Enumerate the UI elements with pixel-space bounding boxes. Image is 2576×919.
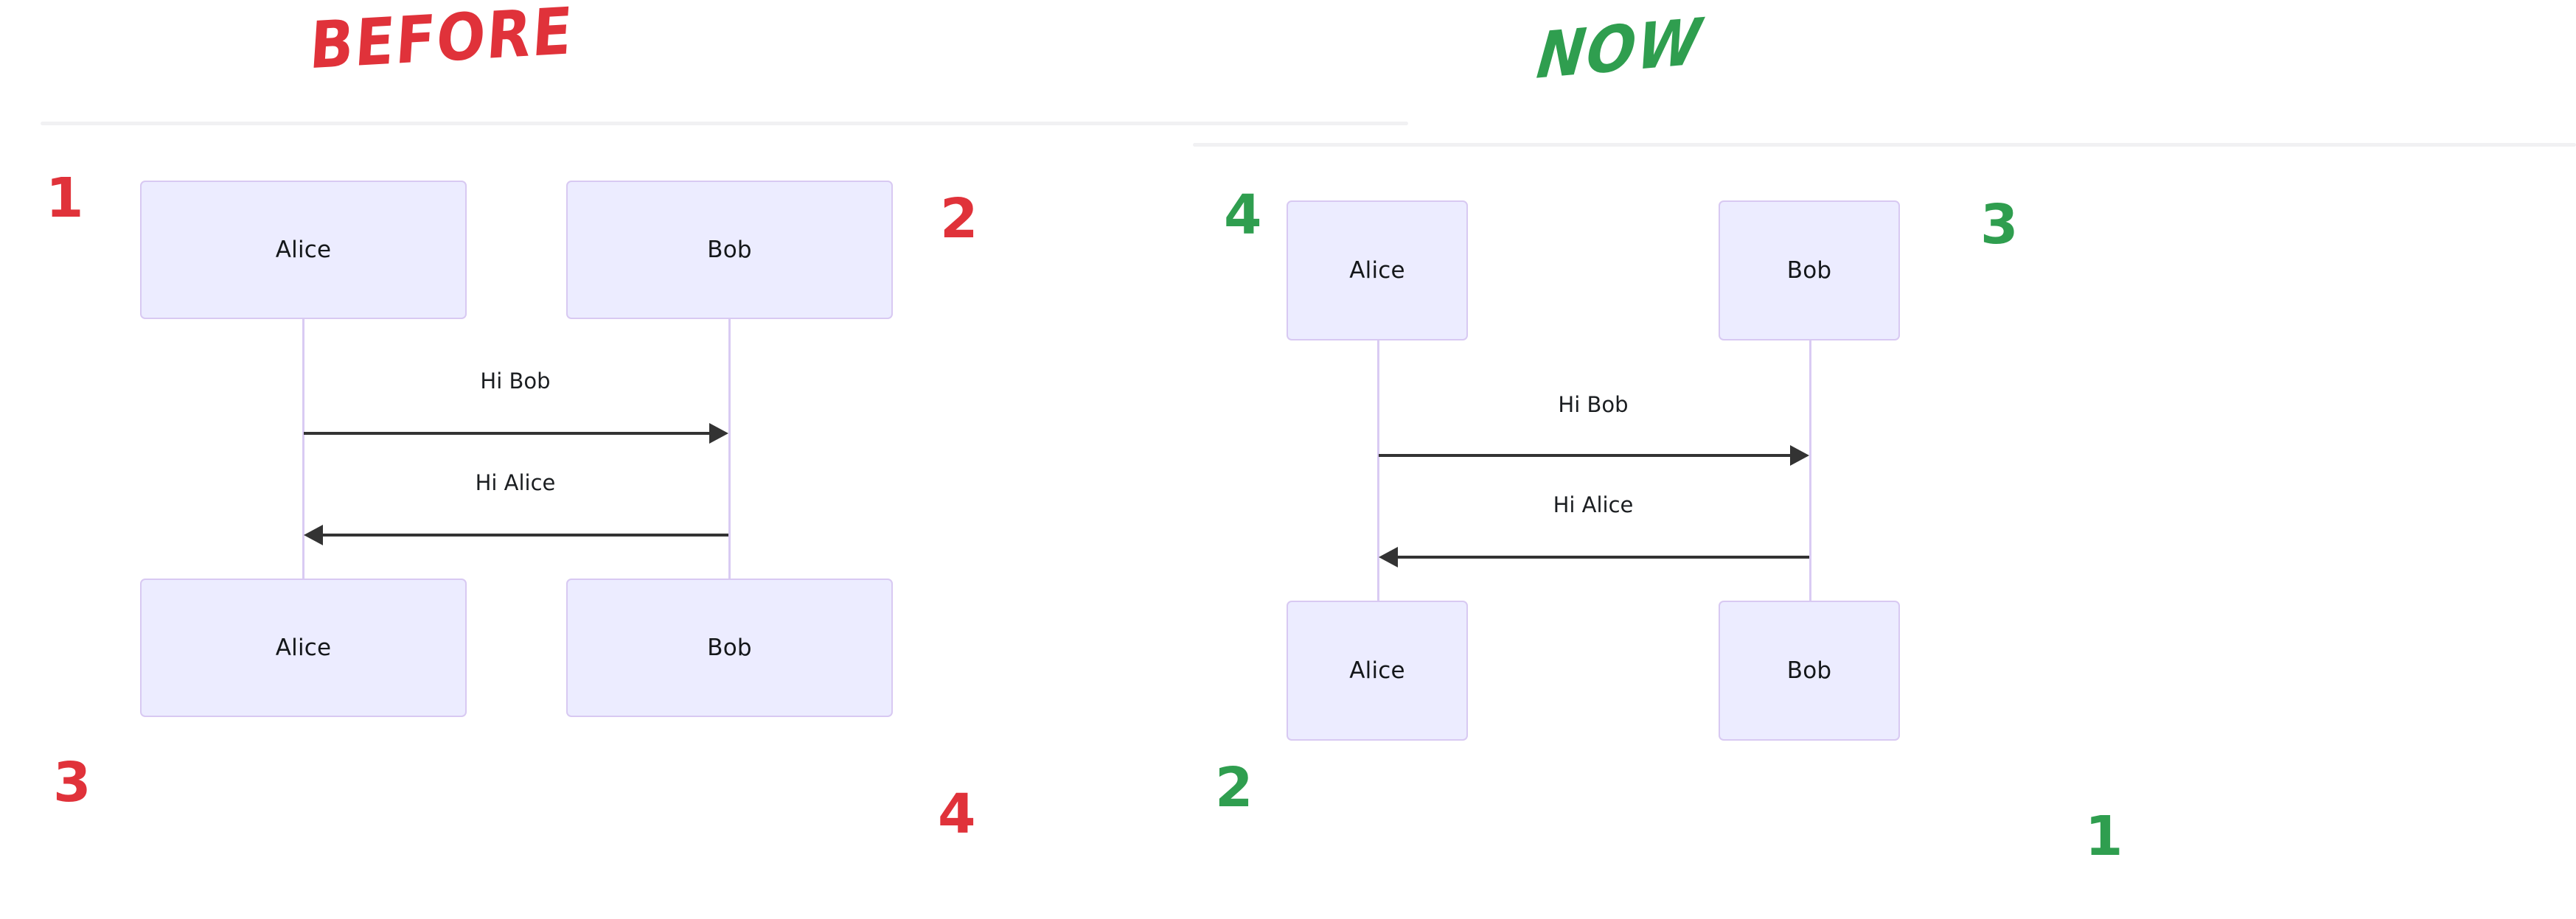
message-arrow-hi-alice-before xyxy=(304,523,728,547)
participant-label: Bob xyxy=(707,237,752,263)
message-arrow-hi-bob-before xyxy=(304,422,728,445)
arrow-shaft xyxy=(304,432,714,435)
annotation-number-before-2: 2 xyxy=(940,187,978,251)
message-label-hi-alice-before: Hi Alice xyxy=(475,470,556,495)
arrow-head-right-icon xyxy=(1790,445,1809,466)
annotation-number-now-3: 3 xyxy=(1980,193,2019,256)
arrow-head-left-icon xyxy=(1379,547,1398,567)
participant-box-bob-bottom-now[interactable]: Bob xyxy=(1719,601,1900,741)
participant-label: Bob xyxy=(707,635,752,661)
annotation-title-before: BEFORE xyxy=(307,0,576,84)
annotation-number-before-4: 4 xyxy=(938,783,976,846)
participant-label: Alice xyxy=(275,635,332,661)
participant-label: Alice xyxy=(275,237,332,263)
annotation-title-now: NOW xyxy=(1534,5,1706,94)
participant-box-bob-top-now[interactable]: Bob xyxy=(1719,200,1900,340)
lifeline-bob-before xyxy=(728,319,731,579)
participant-label: Alice xyxy=(1349,257,1405,284)
arrow-shaft xyxy=(1379,454,1795,457)
annotation-number-before-3: 3 xyxy=(53,751,91,814)
participant-box-bob-top-before[interactable]: Bob xyxy=(566,181,893,319)
participant-box-alice-bottom-before[interactable]: Alice xyxy=(140,579,467,717)
annotation-number-now-4: 4 xyxy=(1224,184,1262,247)
message-label-hi-alice-now: Hi Alice xyxy=(1553,492,1634,517)
annotation-number-now-1: 1 xyxy=(2085,805,2123,868)
participant-label: Bob xyxy=(1786,657,1832,684)
panel-before: BEFORE 1 2 3 4 Alice Bob Hi Bob Hi Alice xyxy=(41,0,1408,846)
annotation-number-now-2: 2 xyxy=(1215,756,1253,820)
panel-now: NOW 4 3 2 1 Alice Bob Hi Bob Hi Alice xyxy=(1193,0,2576,919)
participant-label: Alice xyxy=(1349,657,1405,684)
lifeline-alice-before xyxy=(302,319,304,579)
diagram-divider-now xyxy=(1193,143,2576,147)
participant-box-alice-bottom-now[interactable]: Alice xyxy=(1287,601,1468,741)
annotation-number-before-1: 1 xyxy=(46,167,84,230)
participant-box-alice-top-before[interactable]: Alice xyxy=(140,181,467,319)
diagram-divider-before xyxy=(41,122,1408,125)
lifeline-alice-now xyxy=(1377,340,1379,601)
participant-box-bob-bottom-before[interactable]: Bob xyxy=(566,579,893,717)
arrow-shaft xyxy=(1393,556,1809,559)
message-label-hi-bob-now: Hi Bob xyxy=(1558,392,1629,417)
message-arrow-hi-alice-now xyxy=(1379,545,1809,569)
arrow-head-left-icon xyxy=(304,525,323,545)
arrow-head-right-icon xyxy=(709,423,728,444)
message-label-hi-bob-before: Hi Bob xyxy=(480,368,551,394)
arrow-shaft xyxy=(318,534,728,537)
lifeline-bob-now xyxy=(1809,340,1811,601)
participant-box-alice-top-now[interactable]: Alice xyxy=(1287,200,1468,340)
participant-label: Bob xyxy=(1786,257,1832,284)
message-arrow-hi-bob-now xyxy=(1379,444,1809,467)
